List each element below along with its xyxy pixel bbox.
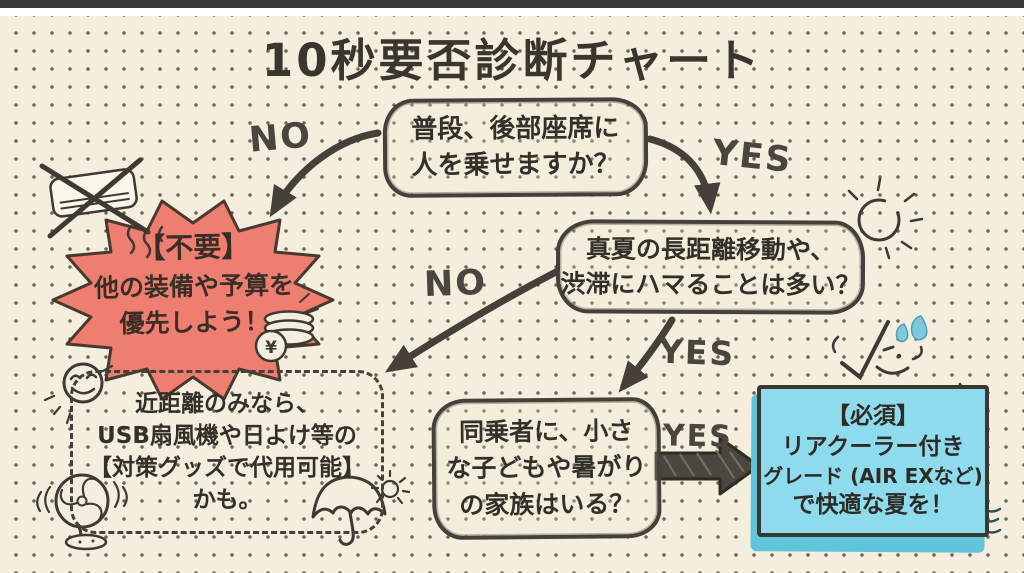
- result-no-line: 【不要】: [137, 230, 250, 265]
- q3-line: な子どもや暑がり: [446, 452, 647, 484]
- result-yes-line: グレード (AIR EXなど): [763, 464, 983, 489]
- result-yes-line: 【必須】: [827, 402, 919, 429]
- result-not-needed: 【不要】 他の装備や予算を 優先しよう！: [77, 226, 311, 343]
- label-no-2: NO: [423, 262, 488, 306]
- question-rear-seats: 普段、後部座席に 人を乗せますか？: [382, 97, 649, 198]
- result-maybe-line: 近距離のみなら、: [135, 390, 319, 417]
- result-maybe-line: 【対策グッズで代用可能】: [89, 455, 365, 481]
- q1-line: 人を乗せますか？: [411, 148, 620, 181]
- question-long-trips: 真夏の長距離移動や、 渋滞にハマることは多い？: [555, 219, 866, 315]
- result-required: 【必須】 リアクーラー付き グレード (AIR EXなど) で快適な夏を！: [757, 385, 989, 537]
- q2-line: 渋滞にハマることは多い？: [560, 269, 861, 300]
- result-substitute-goods: 近距離のみなら、 USB扇風機や日よけ等の 【対策グッズで代用可能】 かも。: [70, 370, 384, 534]
- question-family: 同乗者に、小さ な子どもや暑がり の家族はいる？: [431, 397, 662, 540]
- label-yes-2: YES: [658, 331, 736, 374]
- result-maybe-line: かも。: [192, 487, 262, 514]
- chart-title: 10秒要否診断チャート: [261, 34, 763, 87]
- q1-line: 普段、後部座席に: [411, 113, 620, 146]
- label-no-1: NO: [247, 115, 314, 161]
- q3-line: 同乗者に、小さ: [458, 416, 634, 447]
- result-maybe-line: USB扇風機や日よけ等の: [97, 422, 357, 449]
- top-bar: [0, 0, 1024, 8]
- result-yes-line: リアクーラー付き: [781, 433, 965, 460]
- result-no-line: 他の装備や予算を: [93, 269, 295, 303]
- q3-line: の家族はいる？: [459, 488, 635, 520]
- label-yes-3: YES: [662, 418, 734, 455]
- result-no-line: 優先しよう！: [119, 306, 270, 339]
- result-yes-line: で快適な夏を！: [792, 492, 954, 519]
- label-yes-1: YES: [710, 132, 795, 182]
- q2-line: 真夏の長距離移動や、: [585, 234, 836, 265]
